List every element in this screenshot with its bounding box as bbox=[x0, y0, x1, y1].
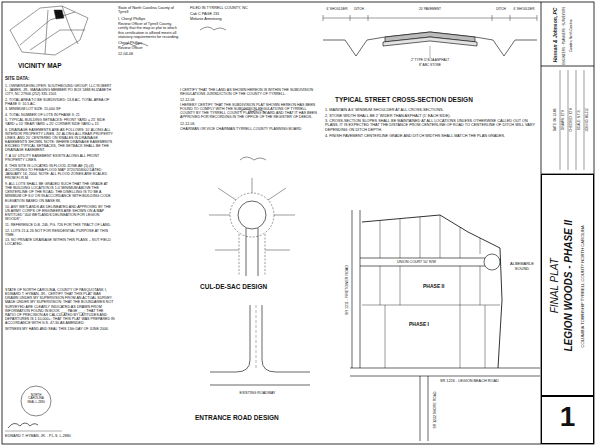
plat-label: DITCH bbox=[492, 8, 510, 12]
plat-label: 1. MAINTAIN A 6' MINIMUM SHOULDER AT ALL… bbox=[325, 108, 535, 112]
plat-label: 1. OWNER/DEVELOPER: SOUTHBOUND GROUP, LL… bbox=[5, 84, 115, 96]
plat-label: UNION COURT 50' R/W bbox=[396, 260, 437, 264]
plat-label: 2. TOTAL AREA TO BE SUBDIVIDED: 13.8 AC.… bbox=[5, 98, 115, 106]
plat-label: 3. MINIMUM LOT SIZE: 15,000 SF bbox=[5, 107, 115, 111]
plat-label: 20' PAVEMENT bbox=[405, 8, 455, 12]
plat-label: SITE DATA: bbox=[5, 76, 65, 81]
vicinity-map bbox=[10, 6, 88, 55]
plat-label: SCALE: N.T.S. bbox=[578, 72, 582, 168]
plat-label: 2" TYPE I2 B.5A ASPHALT bbox=[390, 59, 470, 63]
plat-label: 2. STONE WIDTH SHALL BE 2' WIDER THAN AS… bbox=[325, 114, 535, 118]
plat-label: 8" ABC STONE bbox=[390, 64, 470, 68]
plat-label: Cab C PAGE 231 bbox=[190, 12, 250, 16]
plat-label: 4. FINISH PAVEMENT CENTERLINE GRADE AND … bbox=[325, 134, 535, 138]
title-text: FINAL PLAT bbox=[548, 183, 560, 388]
site-plan bbox=[350, 210, 540, 441]
plat-label: ALBEMARLE SOUND bbox=[505, 262, 539, 271]
plat-label: ENTRANCE ROAD DESIGN bbox=[195, 414, 325, 421]
title-text: COLUMBIA TOWNSHIP TYRRELL COUNTY NORTH C… bbox=[581, 183, 586, 388]
plat-label: 6' SHOULDER bbox=[323, 8, 351, 12]
plat-label: WITNESS MY HAND AND SEAL THIS 13th DAY O… bbox=[5, 327, 115, 331]
plat-label: STATE OF NORTH CAROLINA, COUNTY OF PASQU… bbox=[5, 288, 115, 325]
plat-label: DRAWN: ETH bbox=[562, 72, 566, 168]
plat-label: TYPICAL STREET CROSS-SECTION DESIGN bbox=[335, 96, 525, 103]
plat-label: 12. LOTS 21 & 26 NOT FOR RESIDENTIAL PUR… bbox=[5, 229, 115, 237]
plat-label: JOB NO. 05-112 bbox=[586, 72, 590, 168]
plat-label: I HEREBY CERTIFY THAT THE SUBDIVISION PL… bbox=[180, 103, 320, 120]
sheet-number: 1 bbox=[542, 401, 593, 433]
plat-label: I, Cheryl Phillips bbox=[118, 17, 182, 21]
plat-label: State of North Carolina County of Tyrrel… bbox=[118, 6, 182, 15]
plat-label: SR 1226 - LEGION BEACH ROAD bbox=[440, 379, 538, 383]
plat-label: NORTH CAROLINA bbox=[23, 394, 49, 401]
plat-label: DATE: 06-13-06 bbox=[554, 72, 558, 168]
plat-label: Review Officer bbox=[118, 46, 182, 50]
plat-label: Cheryl Phillips bbox=[118, 41, 182, 45]
plat-label: 12-04-06 bbox=[118, 52, 182, 56]
plat-label: SEAL L-2880 bbox=[23, 401, 49, 404]
street-cross-section bbox=[323, 15, 537, 58]
plat-label: I CERTIFY THAT THE LAND AS SHOWN HEREON … bbox=[180, 88, 320, 96]
plat-label: 7. A 10' UTILITY EASEMENT EXISTS ALONG A… bbox=[5, 154, 115, 162]
surveyor-seal bbox=[5, 386, 62, 431]
plat-label: Hassan & Johnson, PC bbox=[553, 6, 559, 64]
plat-label: 8. THIS SITE IS LOCATED IN FLOOD ZONE AE… bbox=[5, 164, 115, 181]
plat-label: CUL-DE-SAC DESIGN bbox=[200, 283, 310, 290]
plat-label: SR 1232 SHORE ROAD bbox=[434, 382, 438, 438]
plat-label: EDWARD T. HYMAN, JR. - P.L.S. L-2880 bbox=[5, 434, 120, 438]
plat-label: DITCH bbox=[350, 8, 368, 12]
plat-label: 12-12-06 bbox=[180, 98, 320, 102]
plat-label: 9. ALL LOTS SHALL BE GRADED SUCH THAT TH… bbox=[5, 182, 115, 203]
plat-label: SR 1211 - FIRETOWER ROAD bbox=[345, 240, 349, 340]
plat-label: Camden, North Carolina bbox=[570, 6, 573, 64]
plat-label: 13. NO PRIVATE DRAINAGE WITHIN THIS PLAN… bbox=[5, 238, 115, 246]
plat-label: 4. TOTAL NUMBER OF LOTS IN PHASE II: 21 bbox=[5, 113, 115, 117]
title-block: FINAL PLATLEGION WOODS - PHASE II COLUMBI… bbox=[541, 174, 594, 396]
plat-label: ENGINEERS · PLANNERS · SURVEYORS bbox=[563, 6, 566, 64]
plat-label: 5. TYPICAL BUILDING SETBACKS: FRONT YARD… bbox=[5, 118, 115, 126]
plat-label: 6' SHOULDER bbox=[510, 8, 538, 12]
plat-label: CHAIRMAN OR VICE CHAIRMAN TYRRELL COUNTY… bbox=[180, 127, 320, 131]
plat-label: EXISTING ROADWAY bbox=[215, 391, 300, 395]
plat-label: PHASE I bbox=[408, 322, 430, 328]
plat-label: 12-12-06 bbox=[180, 122, 320, 126]
cul-de-sac-figure bbox=[209, 178, 295, 276]
plat-label: VICINITY MAP bbox=[18, 62, 98, 69]
plat-label: Review Officer of Tyrrell County, certif… bbox=[118, 22, 182, 39]
plat-label: FILED IN TYRRELL COUNTY, NC bbox=[190, 6, 250, 10]
sheet-number-box: 1 bbox=[541, 396, 594, 444]
plat-label: CHECKED: ETH bbox=[570, 72, 574, 168]
title-text: LEGION WOODS - PHASE II bbox=[562, 183, 574, 388]
plat-label: Melanie Armstrong bbox=[190, 17, 250, 21]
plat-label: PHASE II bbox=[422, 284, 445, 290]
plat-label: 3. CROSS-SECTION SLOPES SHALL BE MAINTAI… bbox=[325, 119, 535, 132]
plat-label: 11. REFERENCE D.B. 246, PG. 726 FOR THIS… bbox=[5, 223, 115, 227]
entrance-road-figure bbox=[210, 305, 310, 385]
plat-label: 10. ANY WETLANDS AS DELINEATED AND APPRO… bbox=[5, 205, 115, 222]
plat-label: 6. DRAINAGE EASEMENTS ARE AS FOLLOWS: 10… bbox=[5, 128, 115, 153]
